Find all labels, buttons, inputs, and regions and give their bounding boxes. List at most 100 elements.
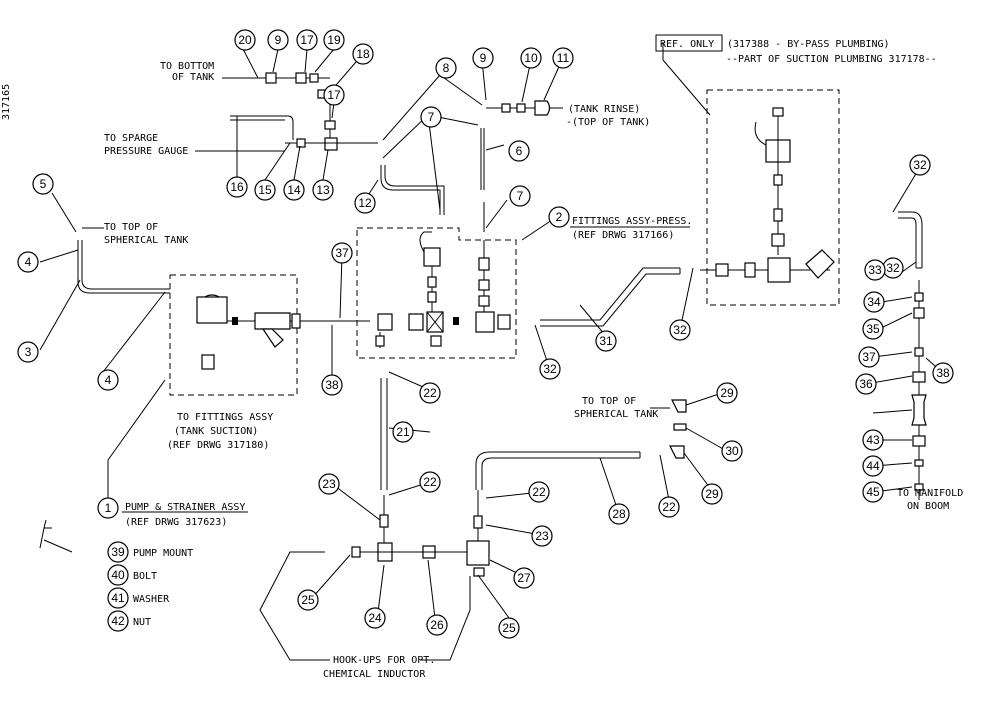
callout-number-33: 33: [868, 263, 882, 277]
fittings-press-box: [356, 227, 517, 359]
callout-circle-25: [297, 589, 319, 611]
callout-number-32: 32: [543, 362, 557, 376]
callout-number-9: 9: [275, 33, 282, 47]
solenoid: [423, 247, 441, 267]
fittings-suction-line1: TO FITTINGS ASSY: [177, 412, 273, 423]
hookups-line1: HOOK-UPS FOR OPT.: [333, 655, 435, 666]
callout-circle-34: [863, 291, 885, 313]
callout-circle-22: [419, 382, 441, 404]
callout-number-11: 11: [557, 51, 570, 65]
hose-31: [540, 267, 680, 321]
callout-number-29: 29: [720, 386, 734, 400]
legend-text-40: BOLT: [133, 571, 157, 582]
callout-number-27: 27: [517, 571, 531, 585]
callout-number-26: 26: [430, 618, 444, 632]
callout-circle-29: [716, 382, 738, 404]
callout-number-35: 35: [866, 322, 880, 336]
legend-circle-42: [107, 610, 129, 632]
callout-number-7: 7: [517, 189, 524, 203]
callout-number-29: 29: [705, 487, 719, 501]
fittings-suction-line2: (TANK SUCTION): [174, 426, 258, 437]
callout-circle-33: [864, 259, 886, 281]
callout-circle-44: [862, 455, 884, 477]
callout-circle-18: [352, 43, 374, 65]
legend-circle-40: [107, 564, 129, 586]
callout-circle-23: [531, 525, 553, 547]
callout-number-37: 37: [862, 350, 876, 364]
legend-circle-39: [107, 541, 129, 563]
hose-12: [380, 165, 441, 215]
callout-circle-43: [862, 429, 884, 451]
callout-number-9: 9: [480, 51, 487, 65]
to-bottom-line2: OF TANK: [172, 72, 214, 83]
callout-number-4: 4: [25, 255, 32, 269]
callout-circle-4: [17, 251, 39, 273]
callout-number-1: 1: [105, 501, 112, 515]
callout-circle-1: [97, 497, 119, 519]
legend-number-40: 40: [111, 568, 125, 582]
callout-number-4: 4: [105, 373, 112, 387]
hose-3: [77, 240, 170, 294]
callout-number-16: 16: [230, 180, 244, 194]
to-top-left-line1: TO TOP OF: [104, 222, 158, 233]
callout-number-5: 5: [40, 177, 47, 191]
drawing-number: 317165: [1, 84, 12, 120]
callout-number-31: 31: [599, 334, 613, 348]
callout-circle-32: [669, 319, 691, 341]
to-top-left-line2: SPHERICAL TANK: [104, 235, 188, 246]
callout-circle-13: [312, 179, 334, 201]
callout-number-38: 38: [936, 366, 950, 380]
callout-circle-7: [420, 106, 442, 128]
callout-circle-35: [862, 318, 884, 340]
callout-number-28: 28: [612, 507, 626, 521]
callout-number-14: 14: [287, 183, 301, 197]
manifold-line2: ON BOOM: [907, 501, 949, 512]
callout-number-22: 22: [532, 485, 546, 499]
bypass-line2: --PART OF SUCTION PLUMBING 317178--: [726, 54, 937, 65]
to-top-right-line2: SPHERICAL TANK: [574, 409, 658, 420]
callout-number-17: 17: [300, 33, 314, 47]
callout-number-43: 43: [866, 433, 880, 447]
callout-circle-15: [254, 179, 276, 201]
callout-number-22: 22: [662, 500, 676, 514]
callout-number-15: 15: [258, 183, 272, 197]
callout-number-18: 18: [356, 47, 370, 61]
callout-number-23: 23: [322, 477, 336, 491]
callout-circle-16: [226, 176, 248, 198]
legend-text-41: WASHER: [133, 594, 170, 605]
callout-circle-22: [658, 496, 680, 518]
callout-circle-9: [267, 29, 289, 51]
callout-number-32: 32: [913, 158, 927, 172]
callout-circle-32: [539, 358, 561, 380]
callout-circle-17: [296, 29, 318, 51]
legend-number-41: 41: [111, 591, 125, 605]
legend-text-42: NUT: [133, 617, 151, 628]
callout-number-34: 34: [867, 295, 881, 309]
callout-number-44: 44: [866, 459, 880, 473]
callout-circle-2: [548, 206, 570, 228]
callout-number-2: 2: [556, 210, 563, 224]
fittings-press-line1: FITTINGS ASSY-PRESS.: [572, 216, 692, 227]
callout-number-12: 12: [358, 196, 372, 210]
manifold-line1: TO MANIFOLD: [897, 488, 963, 499]
callout-number-22: 22: [423, 475, 437, 489]
callout-number-19: 19: [327, 33, 341, 47]
to-top-right-line1: TO TOP OF: [582, 396, 636, 407]
legend-number-42: 42: [111, 614, 125, 628]
callout-number-10: 10: [524, 51, 538, 65]
pump-strainer-line1: PUMP & STRAINER ASSY: [125, 502, 245, 513]
fittings-press-line2: (REF DRWG 317166): [572, 230, 674, 241]
callout-circle-38: [321, 374, 343, 396]
callout-circle-45: [862, 481, 884, 503]
callout-circle-31: [595, 330, 617, 352]
callout-circle-28: [608, 503, 630, 525]
tank-rinse-line1: (TANK RINSE): [568, 104, 640, 115]
callout-number-37: 37: [335, 246, 349, 260]
callout-number-3: 3: [25, 345, 32, 359]
callout-number-13: 13: [316, 183, 330, 197]
callout-circle-6: [508, 140, 530, 162]
callout-circle-5: [32, 173, 54, 195]
callout-circle-8: [435, 57, 457, 79]
callout-circle-36: [855, 373, 877, 395]
